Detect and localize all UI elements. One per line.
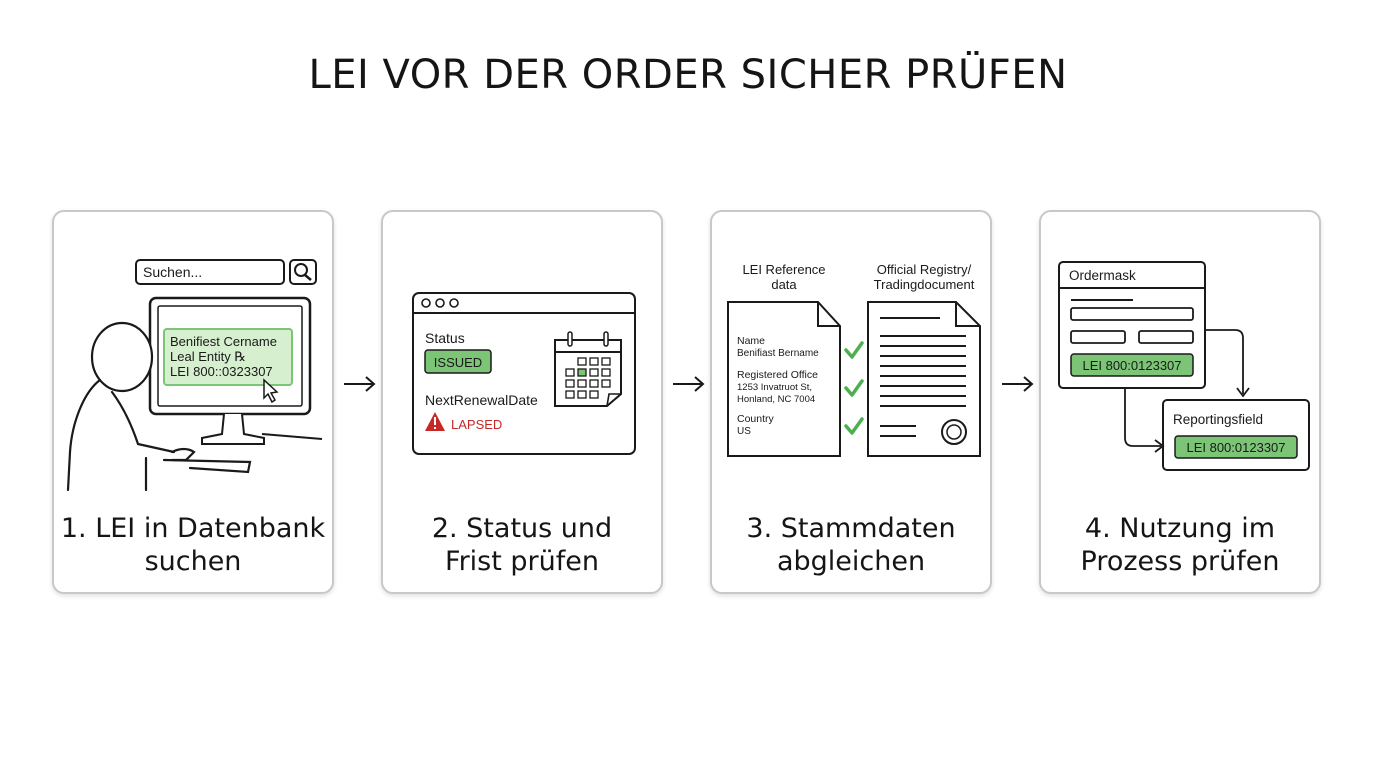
calendar-icon [554, 331, 622, 407]
step-3-caption-line-1: 3. Stammdaten [746, 513, 956, 544]
arrow-right-icon [673, 376, 705, 392]
ordermask-input[interactable] [1070, 307, 1194, 321]
step-2-caption-line-1: 2. Status und [431, 513, 613, 544]
step-2-card: Status ISSUED NextRenewalDate LAPSED 2. … [381, 210, 663, 594]
step-4-card: Ordermask LEI 800:0123307 Reportingsfiel… [1039, 210, 1321, 594]
field-name-value: Benifiast Bername [737, 348, 819, 359]
page-title: LEI VOR DER ORDER SICHER PRÜFEN [308, 52, 1068, 98]
status-badge [424, 349, 492, 374]
step-1-caption-line-1: 1. LEI in Datenbank [60, 513, 326, 544]
seal-icon [941, 419, 967, 445]
step-1-caption-line-2: suchen [144, 546, 242, 577]
renewal-value: LAPSED [451, 417, 502, 432]
step-2-illustration: Status ISSUED NextRenewalDate LAPSED [412, 292, 636, 455]
step-1-illustration: Suchen... Benifiest Cername Leal Entity … [66, 259, 323, 492]
search-result-highlight[interactable] [163, 328, 293, 386]
step-4-caption-line-1: 4. Nutzung im [1084, 513, 1276, 544]
ordermask-input[interactable] [1138, 330, 1194, 344]
ordermask-lei: LEI 800:0123307 [1082, 358, 1181, 373]
left-doc-title-1: LEI Reference [742, 262, 825, 277]
search-placeholder: Suchen... [143, 264, 202, 280]
reporting-label: Reportingsfield [1173, 412, 1263, 427]
result-line-2: Leal Entity ℞ [170, 349, 246, 364]
step-3-caption: 3. Stammdaten abgleichen [712, 512, 990, 578]
step-2-caption: 2. Status und Frist prüfen [383, 512, 661, 578]
field-office-label: Registered Office [737, 369, 818, 381]
arrow-right-icon [1002, 376, 1034, 392]
step-3-card: LEI Reference data Official Registry/ Tr… [710, 210, 992, 594]
step-4-caption: 4. Nutzung im Prozess prüfen [1041, 512, 1319, 578]
search-icon[interactable] [289, 259, 317, 285]
left-doc-title-2: data [771, 277, 797, 292]
flow-connector [1124, 329, 1250, 453]
right-doc-title-1: Official Registry/ [877, 262, 972, 277]
person-icon [66, 321, 252, 492]
document-icon [727, 301, 841, 457]
arrow-right-icon [344, 376, 376, 392]
ordermask-input[interactable] [1070, 330, 1126, 344]
reporting-lei-field[interactable] [1174, 435, 1298, 459]
step-1-card: Suchen... Benifiest Cername Leal Entity … [52, 210, 334, 594]
step-1-caption: 1. LEI in Datenbank suchen [54, 512, 332, 578]
reporting-window [1162, 399, 1310, 471]
result-line-1: Benifiest Cername [170, 334, 277, 349]
cursor-icon [263, 378, 279, 404]
renewal-label: NextRenewalDate [425, 392, 538, 408]
result-line-3: LEI 800::0323307 [170, 364, 273, 379]
step-4-caption-line-2: Prozess prüfen [1080, 546, 1280, 577]
field-country-label: Country [737, 413, 775, 425]
status-label: Status [425, 330, 465, 346]
step-4-illustration: Ordermask LEI 800:0123307 Reportingsfiel… [1058, 261, 1310, 471]
right-doc-title-2: Tradingdocument [874, 277, 975, 292]
search-input[interactable] [135, 259, 285, 285]
warning-icon [425, 412, 445, 431]
ordermask-label: Ordermask [1069, 268, 1136, 283]
status-value: ISSUED [434, 355, 482, 370]
field-office-line-2: Honland, NC 7004 [737, 394, 815, 405]
check-icon [844, 341, 864, 435]
ordermask-lei-field[interactable] [1070, 353, 1194, 377]
browser-window [412, 292, 636, 455]
step-2-caption-line-2: Frist prüfen [445, 546, 599, 577]
step-3-caption-line-2: abgleichen [776, 546, 926, 577]
step-3-illustration: LEI Reference data Official Registry/ Tr… [727, 262, 981, 457]
field-office-line-1: 1253 Invatruot St, [737, 382, 812, 393]
field-name-label: Name [737, 335, 765, 347]
reporting-lei: LEI 800:0123307 [1186, 440, 1285, 455]
official-document-icon [867, 301, 981, 457]
field-country-value: US [737, 426, 751, 437]
